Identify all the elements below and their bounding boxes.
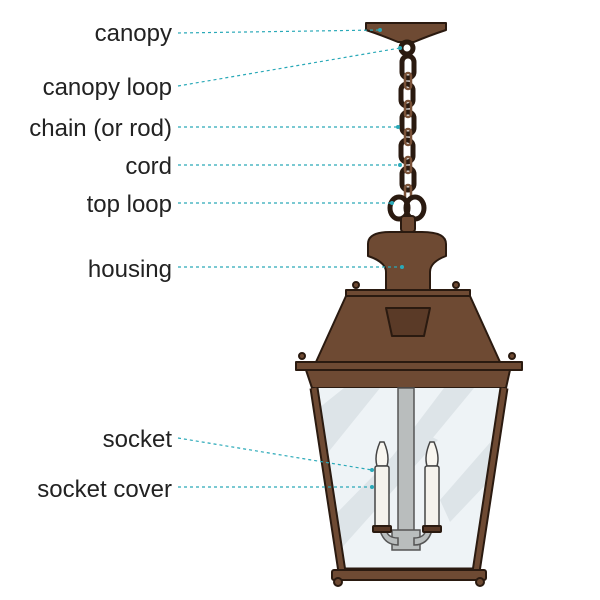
label-socket: socket <box>103 426 173 453</box>
label-socket-cover: socket cover <box>37 476 172 503</box>
label-canopy: canopy <box>95 20 172 47</box>
chain-shape <box>398 39 417 203</box>
callout-socket: socket <box>103 426 374 472</box>
socket-left <box>372 441 392 533</box>
lantern-illustration <box>295 22 523 587</box>
callout-top-loop: top loop <box>87 191 394 218</box>
label-chain: chain (or rod) <box>29 115 172 142</box>
callout-canopy-loop: canopy loop <box>43 46 402 101</box>
callout-socket-cover: socket cover <box>37 476 374 503</box>
label-cord: cord <box>125 153 172 180</box>
callout-cord: cord <box>125 153 402 180</box>
socket-right <box>422 441 442 533</box>
label-housing: housing <box>88 256 172 283</box>
label-top-loop: top loop <box>87 191 172 218</box>
top-loop-shape <box>387 194 427 233</box>
housing-shape <box>295 231 523 389</box>
center-rod <box>379 387 433 551</box>
callout-housing: housing <box>88 256 404 283</box>
label-canopy-loop: canopy loop <box>43 74 172 101</box>
callout-canopy: canopy <box>95 20 382 47</box>
lantern-frame <box>309 387 509 587</box>
callout-chain: chain (or rod) <box>29 115 400 142</box>
canopy-shape <box>365 22 447 43</box>
